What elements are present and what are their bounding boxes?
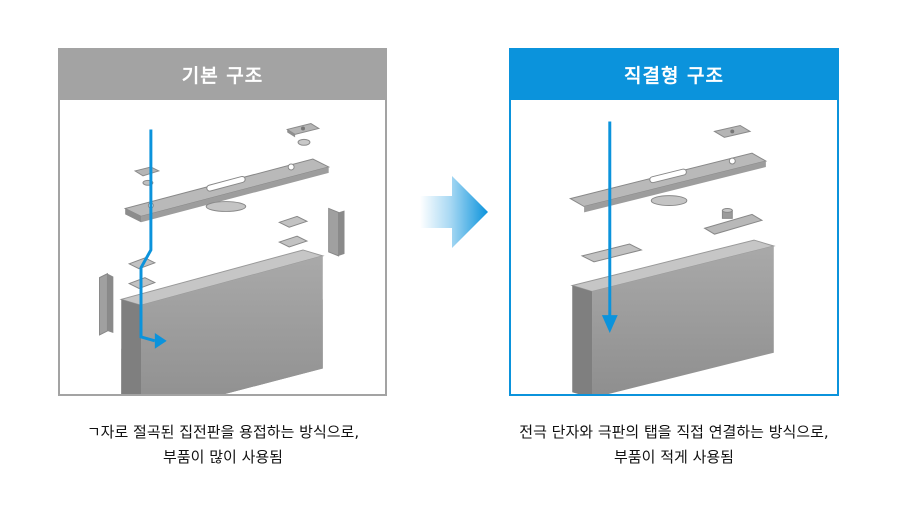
top-terminal-tab: [285, 122, 321, 146]
top-terminal-tab: [713, 124, 752, 138]
spacer-washer: [650, 195, 688, 207]
current-path-arrowhead: [154, 332, 167, 349]
basic-structure-panel: 기본 구조: [58, 48, 387, 396]
basic-structure-illustration: [99, 122, 345, 394]
direct-structure-illustration: [568, 121, 776, 394]
transition-arrow-icon: [420, 176, 488, 248]
direct-structure-panel: 직결형 구조: [509, 48, 839, 396]
tab-plate: [580, 243, 643, 263]
current-path-arrowhead: [601, 315, 618, 333]
direct-caption-line-2: 부품이 적게 사용됨: [614, 448, 734, 466]
direct-caption-line-1: 전극 단자와 극판의 탭을 직접 연결하는 방식으로,: [519, 423, 829, 441]
basic-caption-line-1: ㄱ자로 절곡된 집전판을 용접하는 방식으로,: [86, 423, 360, 441]
cell-case: [570, 239, 776, 394]
basic-caption-line-2: 부품이 많이 사용됨: [163, 448, 283, 466]
collector-bar: [123, 158, 331, 223]
left-small-tab: [133, 166, 161, 186]
cell-case: [119, 249, 325, 394]
basic-structure-caption: ㄱ자로 절곡된 집전판을 용접하는 방식으로, 부품이 많이 사용됨: [33, 420, 413, 470]
spacer-washer: [205, 201, 247, 212]
direct-structure-title: 직결형 구조: [509, 48, 839, 100]
right-bent-plates: [278, 207, 345, 257]
collector-bar: [568, 152, 768, 213]
direct-structure-caption: 전극 단자와 극판의 탭을 직접 연결하는 방식으로, 부품이 적게 사용됨: [484, 420, 864, 470]
current-path-arrow: [139, 129, 156, 343]
terminal-bolt-plate: [703, 207, 764, 235]
basic-structure-title: 기본 구조: [58, 48, 387, 100]
